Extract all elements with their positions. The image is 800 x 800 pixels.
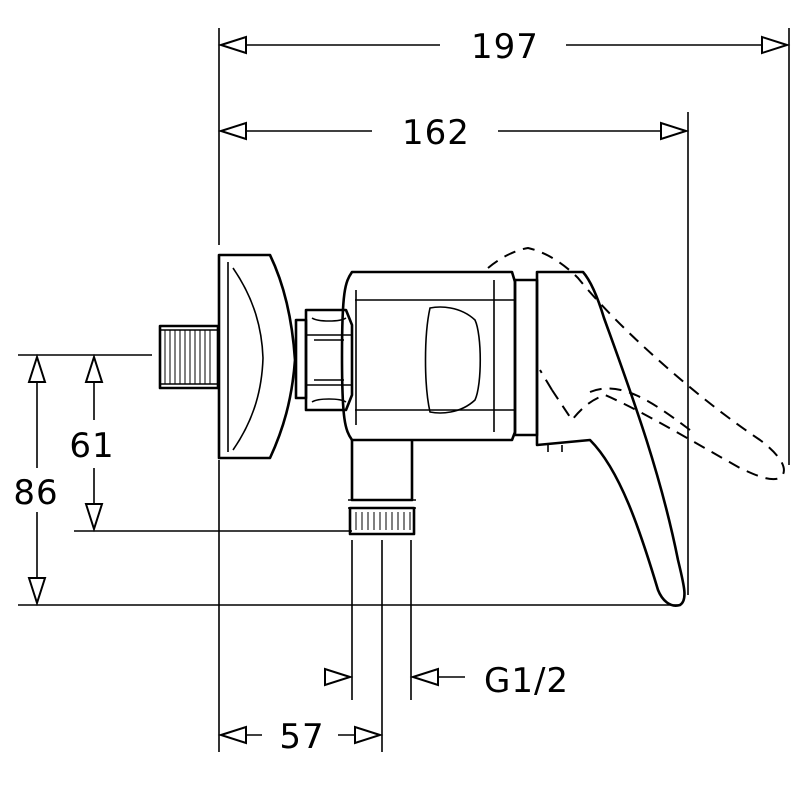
mixer-cartridge <box>340 270 517 442</box>
dimension-label-57: 57 <box>279 717 324 757</box>
dimension-label-86: 86 <box>13 473 58 513</box>
dimension-height-outlet: 61 <box>69 353 114 533</box>
dimension-height-total: 86 <box>13 353 58 607</box>
inlet-thread <box>158 324 220 390</box>
dimension-label-197: 197 <box>471 27 539 67</box>
dimension-label-61: 61 <box>69 426 114 466</box>
outlet-pipe <box>348 440 416 536</box>
dimension-label-162: 162 <box>402 113 470 153</box>
dimension-label-thread: G1/2 <box>484 661 569 701</box>
dimension-outlet-offset: 57 <box>217 717 384 757</box>
dimension-body-width: 162 <box>217 113 690 153</box>
lever-base <box>513 278 539 437</box>
mixer-body <box>158 246 785 607</box>
extension-lines <box>18 28 790 752</box>
dimension-thread: G1/2 <box>324 661 569 701</box>
mixer-lever-alternate <box>487 246 785 481</box>
mixer-lever <box>535 270 686 607</box>
wall-rosette <box>217 253 297 460</box>
dimension-overall-width: 197 <box>217 27 791 67</box>
